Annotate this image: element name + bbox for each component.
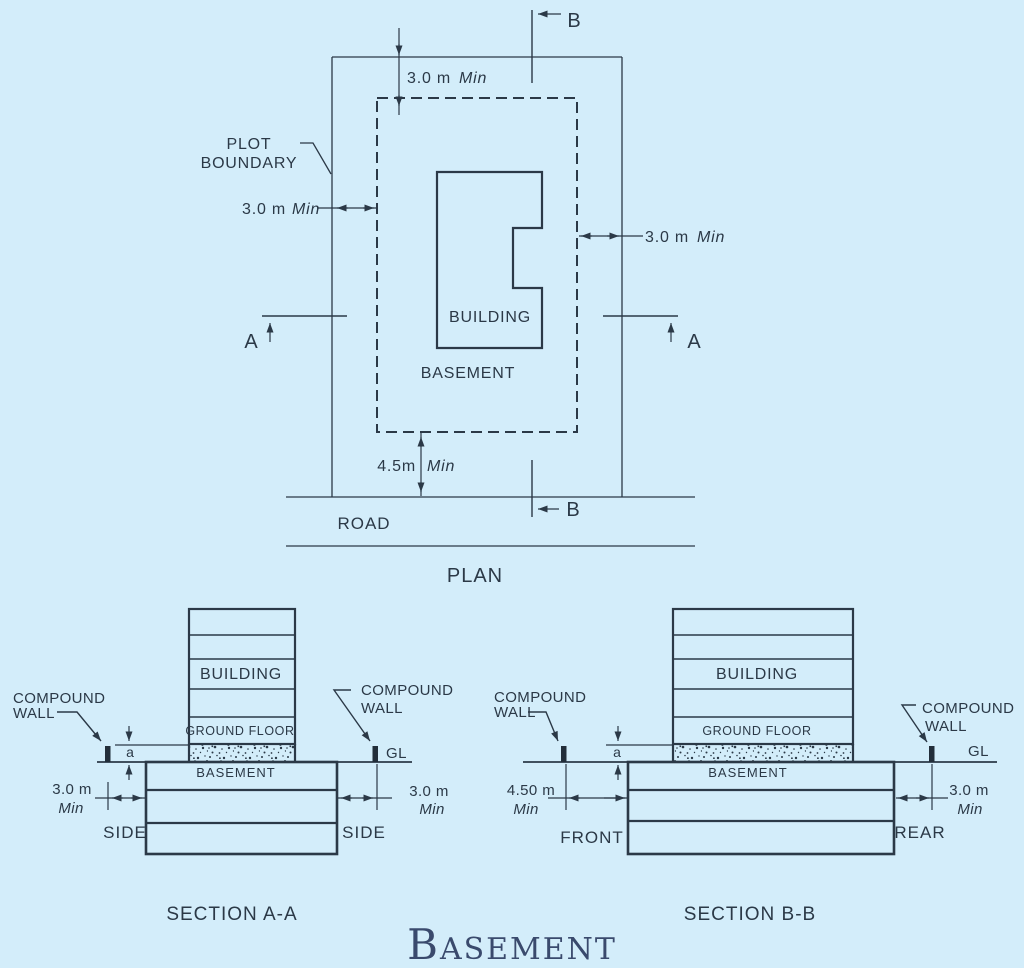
bb-wall-left-label-line1: COMPOUND — [494, 689, 586, 706]
plan-dim-left-value: 3.0 m — [242, 201, 286, 218]
bb-dim-right-value: 3.0 m — [949, 782, 989, 799]
bb-ground-floor-label: GROUND FLOOR — [702, 724, 811, 738]
plan-building-label: BUILDING — [449, 309, 531, 326]
plan-marker-a-left: A — [244, 331, 258, 353]
bb-building-label: BUILDING — [716, 666, 798, 683]
plot-boundary-callout: PLOT BOUNDARY — [201, 136, 332, 175]
plan-marker-a-right: A — [687, 331, 701, 353]
plan-dim-top: 3.0 m Min — [395, 28, 487, 115]
aa-wall-right-label-line1: COMPOUND — [361, 682, 453, 699]
plan-building-outline — [435, 170, 544, 350]
bb-wall-right-label-line1: COMPOUND — [922, 700, 1014, 717]
section-line-b-bottom: B — [531, 460, 580, 521]
aa-basement-label-backing — [198, 766, 275, 780]
aa-wall-right-label-line2: WALL — [361, 700, 403, 717]
drawing-title: BASEMENT — [407, 920, 617, 968]
bb-caption: SECTION B-B — [684, 904, 816, 925]
plan-dim-top-qualifier: Min — [459, 70, 487, 87]
bb-basement-label-backing — [706, 766, 790, 780]
bb-plinth-dim: a — [613, 726, 622, 780]
bb-plinth-label: a — [613, 744, 621, 760]
aa-wall-left-label-line2: WALL — [13, 705, 55, 722]
bb-floor-lines — [673, 634, 853, 718]
aa-gl-label: GL — [386, 745, 407, 762]
plan-dim-bottom-value: 4.5m — [377, 458, 416, 475]
bb-dim-left-qualifier: Min — [513, 801, 538, 818]
plan-dim-top-value: 3.0 m — [407, 70, 451, 87]
plan-basement-label: BASEMENT — [421, 365, 515, 382]
bb-wall-left-leader — [528, 711, 559, 742]
plan-marker-b-top: B — [567, 10, 580, 32]
aa-plinth-strip — [189, 744, 295, 762]
aa-building-tower — [187, 607, 297, 746]
aa-plinth-dim: a — [125, 726, 134, 780]
plot-boundary-label-line2: BOUNDARY — [201, 155, 298, 172]
bb-building-tower — [671, 607, 855, 746]
section-line-a-right: A — [603, 315, 701, 353]
bb-dim-left: 4.50 m Min — [507, 764, 628, 818]
plan-dim-right: 3.0 m Min — [579, 229, 725, 246]
aa-caption: SECTION A-A — [166, 904, 297, 925]
bb-wall-left-label-line2: WALL — [494, 704, 536, 721]
bb-wall-right-label-line2: WALL — [925, 718, 967, 735]
bb-front-label: FRONT — [560, 828, 624, 847]
aa-side-left-label: SIDE — [103, 823, 147, 842]
aa-dim-right-value: 3.0 m — [409, 783, 449, 800]
aa-floor-lines — [189, 634, 295, 718]
section-line-a-left: A — [244, 315, 347, 353]
section-aa: BUILDING GROUND FLOOR BASEMENT a COMPOUN… — [13, 607, 453, 925]
aa-compound-wall-right — [372, 746, 378, 762]
section-line-b-top: B — [531, 10, 581, 83]
plot-boundary — [331, 56, 623, 497]
drawing-title-initial: B — [407, 920, 440, 968]
plan-dim-left: 3.0 m Min — [242, 201, 377, 218]
plan-marker-b-bottom: B — [566, 499, 579, 521]
road-lines — [286, 496, 695, 547]
aa-wall-left-leader — [57, 711, 102, 742]
bb-dim-right: 3.0 m Min — [896, 764, 989, 818]
plan-dim-left-qualifier: Min — [292, 201, 320, 218]
aa-dim-right-qualifier: Min — [419, 801, 444, 818]
aa-dim-right: 3.0 m Min — [338, 764, 449, 818]
plan-dim-right-qualifier: Min — [697, 229, 725, 246]
bb-rear-label: REAR — [894, 823, 945, 842]
bb-plinth-strip — [673, 744, 853, 762]
bb-gl-label: GL — [968, 743, 989, 760]
aa-building-label: BUILDING — [200, 666, 282, 683]
aa-wall-right-leader — [332, 689, 371, 742]
plan-dim-bottom: 4.5m Min — [377, 433, 455, 496]
aa-wall-left-label-line1: COMPOUND — [13, 690, 105, 707]
bb-basement-label: BASEMENT — [708, 765, 788, 780]
aa-side-right-label: SIDE — [342, 823, 386, 842]
plan-view: A A B B 3.0 m Min — [201, 10, 725, 587]
bb-dim-right-qualifier: Min — [957, 801, 982, 818]
bb-compound-wall-right — [929, 746, 935, 762]
bb-compound-wall-left — [561, 746, 567, 762]
bb-wall-right-leader — [900, 704, 928, 743]
road-label: ROAD — [337, 514, 390, 533]
aa-basement-label: BASEMENT — [196, 765, 276, 780]
drawing-title-rest: ASEMENT — [439, 932, 617, 967]
plan-basement-label-backing — [420, 362, 517, 381]
aa-ground-floor-label: GROUND FLOOR — [185, 724, 294, 738]
plan-dim-right-text: 3.0 m Min — [645, 229, 725, 246]
bb-dim-left-value: 4.50 m — [507, 782, 555, 799]
section-bb: BUILDING GROUND FLOOR BASEMENT a COMPOUN… — [494, 607, 1014, 925]
plan-caption: PLAN — [447, 565, 503, 587]
plan-basement-footprint — [376, 97, 578, 433]
plan-dim-bottom-qualifier: Min — [427, 458, 455, 475]
aa-dim-left: 3.0 m Min — [52, 781, 146, 817]
plan-dim-left-text: 3.0 m Min — [242, 201, 320, 218]
plan-dim-top-text: 3.0 m Min — [407, 70, 487, 87]
aa-plinth-label: a — [126, 744, 134, 760]
aa-dim-left-value: 3.0 m — [52, 781, 92, 798]
plot-boundary-label-line1: PLOT — [227, 136, 272, 153]
plan-dim-right-value: 3.0 m — [645, 229, 689, 246]
aa-compound-wall-left — [105, 746, 111, 762]
aa-dim-left-qualifier: Min — [58, 800, 83, 817]
